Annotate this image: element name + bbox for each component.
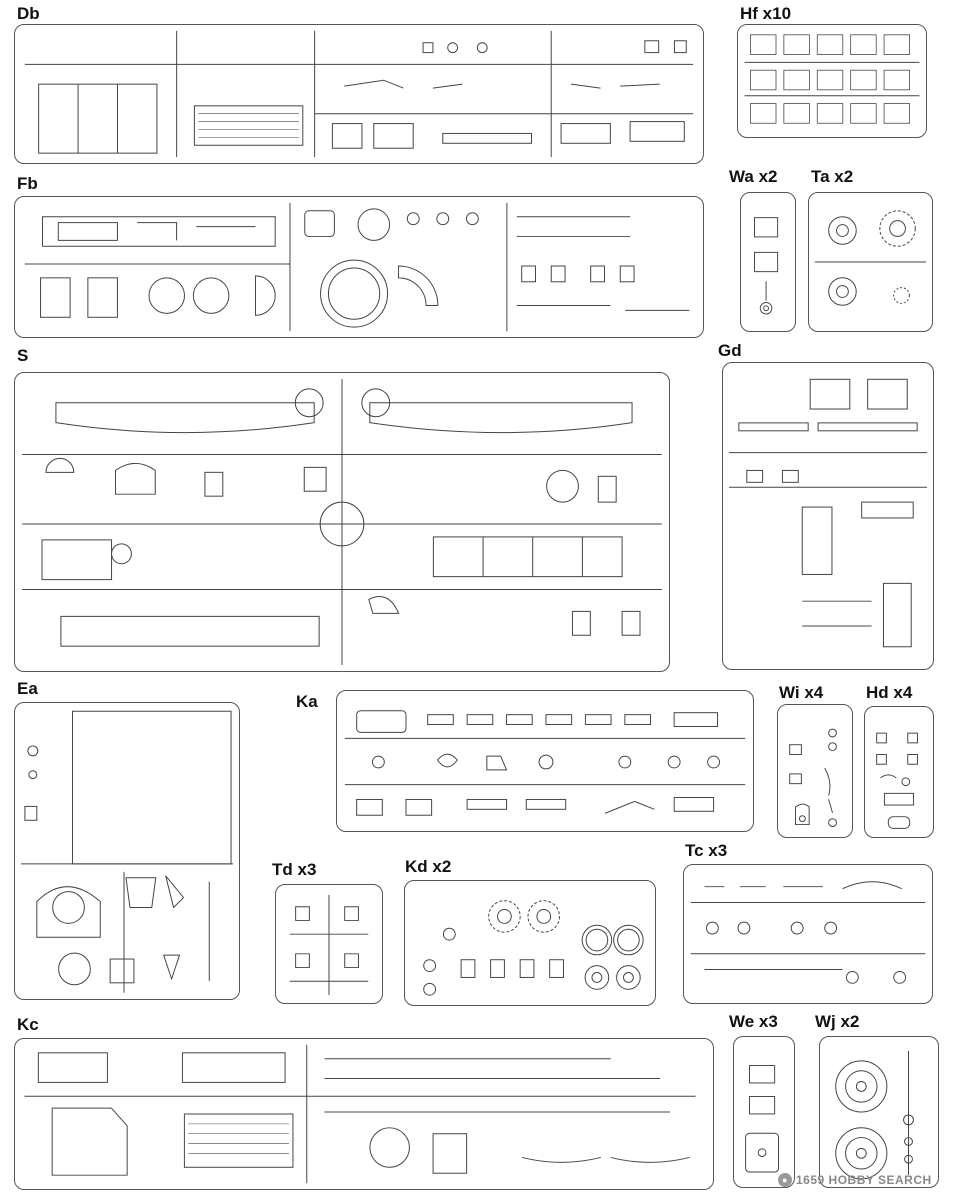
sprue-label-gd: Gd (718, 341, 742, 360)
sprue-label-s: S (17, 346, 29, 365)
sprue-db-parts (24, 30, 694, 158)
sprue-wa-parts (754, 217, 779, 315)
sprue-kc (14, 1038, 714, 1190)
sprue-label-wi: Wi x4 (779, 683, 824, 702)
sprue-label-we: We x3 (729, 1012, 778, 1031)
sprue-ka-parts (344, 710, 746, 816)
sprue-wi (777, 704, 853, 838)
sprue-gd (722, 362, 934, 670)
sprue-s-parts (22, 378, 662, 666)
sprue-tc-parts (690, 881, 926, 984)
sprue-wi-parts (789, 728, 837, 827)
sprue-label-ta: Ta x2 (811, 167, 854, 186)
watermark-text: 1659 HOBBY SEARCH (796, 1173, 932, 1187)
sprue-hd-parts (876, 732, 918, 829)
sprue-db (14, 24, 704, 164)
sprue-label-wj: Wj x2 (815, 1012, 860, 1031)
sprue-hf-parts (744, 34, 920, 124)
sprue-hd (864, 706, 934, 838)
sprue-td (275, 884, 383, 1004)
sprue-label-kc: Kc (17, 1015, 39, 1034)
sprue-label-hd: Hd x4 (866, 683, 913, 702)
sprue-td-parts (289, 894, 369, 996)
sprue-fb (14, 196, 704, 338)
sprue-ta-parts (814, 210, 927, 306)
watermark: ● 1659 HOBBY SEARCH (778, 1173, 932, 1187)
sprue-gd-parts (728, 378, 928, 648)
sprue-s (14, 372, 670, 672)
sprue-label-tc: Tc x3 (685, 841, 728, 860)
sprue-ka (336, 690, 754, 832)
sprue-we (733, 1036, 795, 1188)
sprue-fb-parts (24, 202, 690, 332)
sprue-wj-parts (835, 1051, 914, 1180)
sprue-label-kd: Kd x2 (405, 857, 452, 876)
sprue-label-td: Td x3 (272, 860, 317, 879)
sprue-tc (683, 864, 933, 1004)
sprue-label-wa: Wa x2 (729, 167, 778, 186)
sprue-wj (819, 1036, 939, 1188)
sprue-ea (14, 702, 240, 1000)
sprue-ea-parts (20, 710, 234, 993)
sprue-label-fb: Fb (17, 174, 38, 193)
sprue-label-ea: Ea (17, 679, 38, 698)
sprue-ta (808, 192, 933, 332)
sprue-wa (740, 192, 796, 332)
hobby-search-logo-icon: ● (778, 1173, 792, 1187)
sprue-hf (737, 24, 927, 138)
sprue-label-ka: Ka (296, 692, 318, 711)
sprue-kd-parts (423, 900, 644, 996)
sprue-kd (404, 880, 656, 1006)
sprue-label-hf: Hf x10 (740, 4, 792, 23)
sprue-we-parts (745, 1065, 779, 1173)
sprue-kc-parts (24, 1044, 696, 1184)
sprue-label-db: Db (17, 4, 40, 23)
